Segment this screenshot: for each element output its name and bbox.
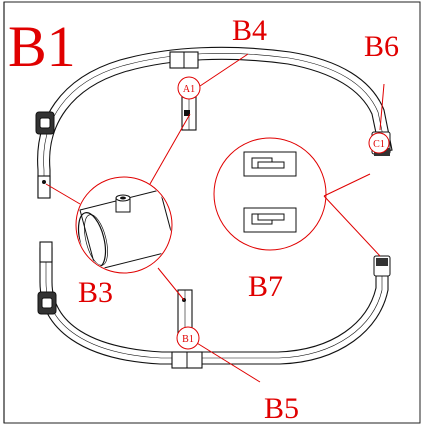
label-b7: B7 (248, 270, 283, 303)
detail-circle-b7 (213, 137, 327, 251)
marker-b1: B1 (176, 326, 200, 350)
label-b5: B5 (264, 392, 299, 425)
marker-b1-text: B1 (182, 334, 194, 345)
label-b4: B4 (232, 14, 267, 47)
lower-ring-tube (37, 241, 391, 369)
detail-circle-b3 (75, 176, 173, 274)
label-b6: B6 (364, 30, 399, 63)
upper-ring-tube (35, 46, 393, 199)
label-b3: B3 (78, 276, 113, 309)
marker-c1: C1 (368, 132, 390, 154)
leader-lines (45, 53, 385, 383)
diagram-title: B1 (8, 14, 76, 79)
marker-c1-text: C1 (373, 139, 385, 150)
marker-a1-text: A1 (183, 84, 195, 95)
marker-a1: A1 (177, 76, 201, 100)
